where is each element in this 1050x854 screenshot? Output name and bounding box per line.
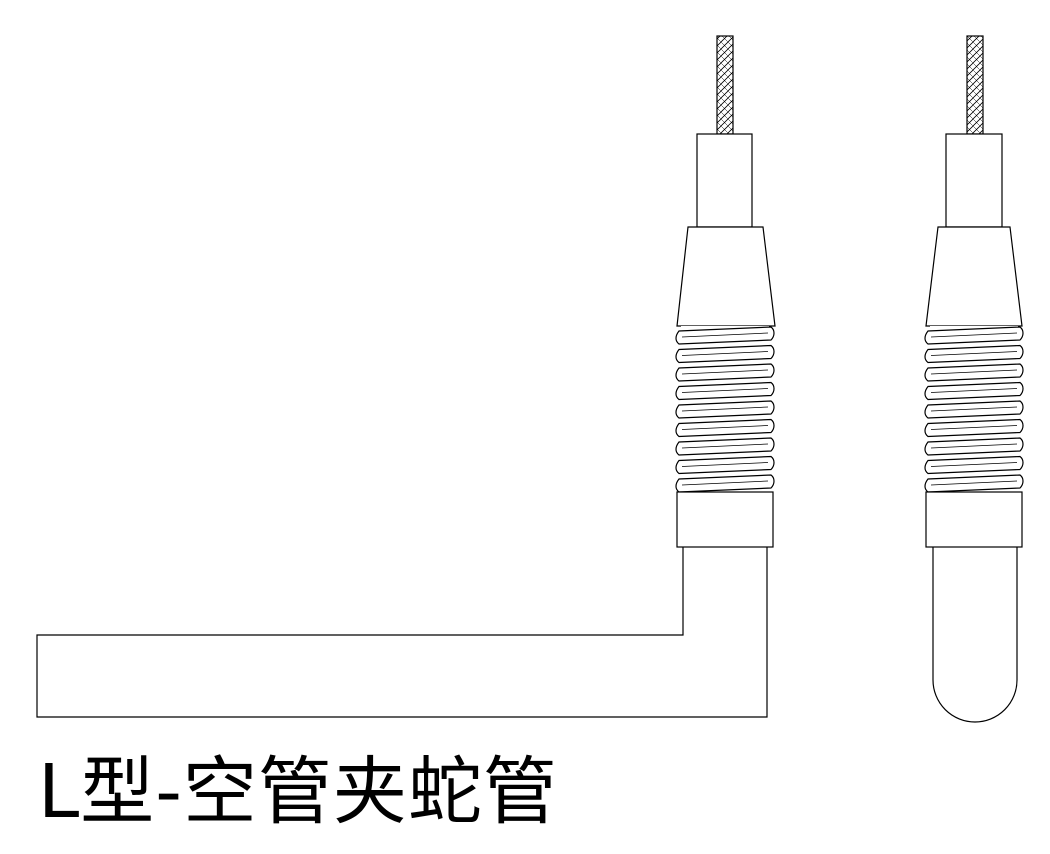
coil-thread-line <box>930 425 1018 430</box>
coil-thread-line <box>681 406 769 412</box>
straight-assembly <box>924 35 1024 723</box>
coil-thread-line <box>681 443 769 449</box>
coil-turn <box>675 418 775 438</box>
coil-turn <box>924 455 1024 475</box>
tapered-fitting <box>925 226 1023 327</box>
coil-thread-line <box>930 369 1018 375</box>
sleeve-tube <box>696 133 753 228</box>
coil-turn <box>675 400 775 419</box>
coil-turn <box>924 381 1024 401</box>
coil-thread-line <box>681 369 769 375</box>
coil-thread-line <box>681 462 769 467</box>
coil-thread-line <box>681 480 769 486</box>
sleeve-tube <box>945 133 1003 228</box>
coil-thread-line <box>930 332 1018 338</box>
end-collar <box>925 491 1023 548</box>
coil-thread-line <box>930 443 1018 449</box>
coil-turn <box>924 474 1024 493</box>
coil-thread-line <box>681 425 769 430</box>
spring-coil <box>924 326 1024 497</box>
lead-wire <box>966 35 984 135</box>
coil-thread-line <box>930 351 1018 356</box>
coil-turn <box>924 344 1024 364</box>
spring-coil <box>675 326 775 497</box>
coil-thread-line <box>681 388 769 393</box>
coil-thread-line <box>930 480 1018 486</box>
coil-thread-line <box>930 388 1018 393</box>
coil-turn <box>675 455 775 475</box>
coil-turn <box>924 400 1024 419</box>
coil-turn <box>675 381 775 401</box>
coil-thread-line <box>930 462 1018 467</box>
end-collar <box>676 491 774 548</box>
coil-thread-line <box>681 351 769 356</box>
coil-turn <box>924 418 1024 438</box>
l-shaped-tube <box>36 547 768 718</box>
coil-turn <box>924 363 1024 382</box>
l-type-assembly <box>36 35 776 718</box>
diagram-caption: L型-空管夹蛇管 <box>38 749 558 835</box>
coil-turn <box>924 326 1024 345</box>
coil-turn <box>675 344 775 364</box>
round-end-tube <box>932 547 1018 723</box>
tapered-fitting <box>676 226 776 327</box>
coil-turn <box>675 363 775 382</box>
coil-thread-line <box>930 406 1018 412</box>
coil-turn <box>924 437 1024 456</box>
coil-turn <box>675 326 775 345</box>
coil-turn <box>675 474 775 493</box>
lead-wire <box>716 35 734 135</box>
coil-thread-line <box>681 332 769 338</box>
coil-turn <box>675 437 775 456</box>
